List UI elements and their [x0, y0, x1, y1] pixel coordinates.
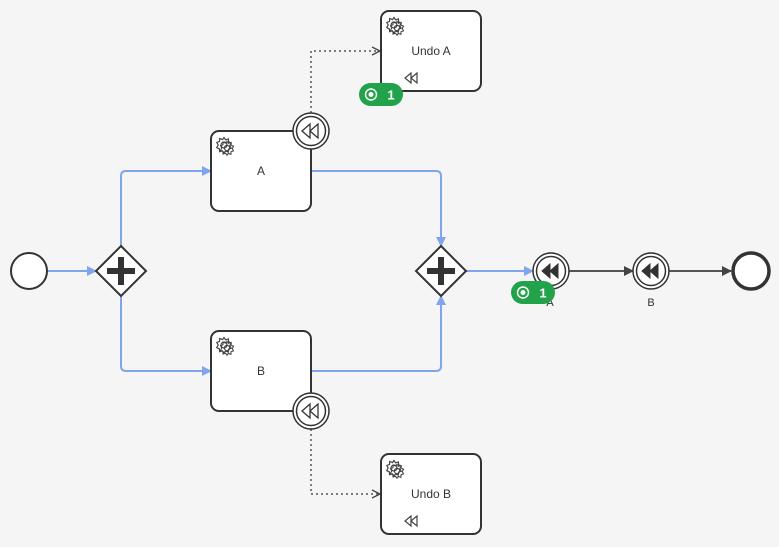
association-b-to-undo-b[interactable] — [310, 429, 380, 494]
boundary-compensation-event-a[interactable] — [292, 112, 330, 150]
throw-compensation-event-b-label: B — [647, 297, 654, 309]
task-b[interactable]: B — [210, 330, 312, 412]
task-undo-b-label: Undo B — [411, 487, 451, 501]
rewind-icon — [541, 262, 559, 280]
parallel-gateway-join[interactable] — [414, 244, 468, 298]
token-badge-compensate-a[interactable]: 1 — [511, 281, 555, 304]
task-a[interactable]: A — [210, 130, 312, 212]
token-badge-compensate-a-count: 1 — [539, 286, 546, 301]
token-badge-undo-a-count: 1 — [387, 88, 394, 103]
task-undo-a[interactable]: Undo A — [380, 10, 482, 92]
rewind-icon — [641, 262, 659, 280]
task-a-label: A — [257, 164, 265, 178]
rewind-icon — [301, 402, 319, 420]
throw-compensation-event-a-label: A — [546, 297, 554, 309]
parallel-gateway-split[interactable] — [94, 244, 148, 298]
task-b-label: B — [257, 364, 265, 378]
plus-icon — [107, 257, 135, 285]
flow-b-to-join[interactable] — [311, 295, 446, 372]
token-icon — [364, 88, 378, 101]
rewind-icon — [301, 122, 319, 140]
boundary-compensation-event-b[interactable] — [292, 392, 330, 430]
token-badge-undo-a[interactable]: 1 — [359, 83, 403, 106]
flow-a-to-join[interactable] — [311, 170, 446, 247]
end-event[interactable] — [731, 251, 771, 291]
task-undo-a-label: Undo A — [411, 44, 450, 58]
throw-compensation-event-b[interactable]: B — [632, 252, 670, 309]
sequence-flows — [47, 166, 534, 376]
compensation-associations — [310, 51, 380, 494]
flow-split-to-a[interactable] — [120, 166, 212, 246]
rewind-icon — [404, 71, 418, 85]
task-undo-b[interactable]: Undo B — [380, 453, 482, 535]
throw-compensation-event-a[interactable]: A — [532, 252, 570, 309]
token-icon — [516, 286, 530, 299]
flow-split-to-b[interactable] — [120, 296, 212, 376]
start-event[interactable] — [10, 252, 48, 290]
association-a-to-undo-a[interactable] — [310, 51, 380, 113]
plus-icon — [427, 257, 455, 285]
rewind-icon — [404, 514, 418, 528]
